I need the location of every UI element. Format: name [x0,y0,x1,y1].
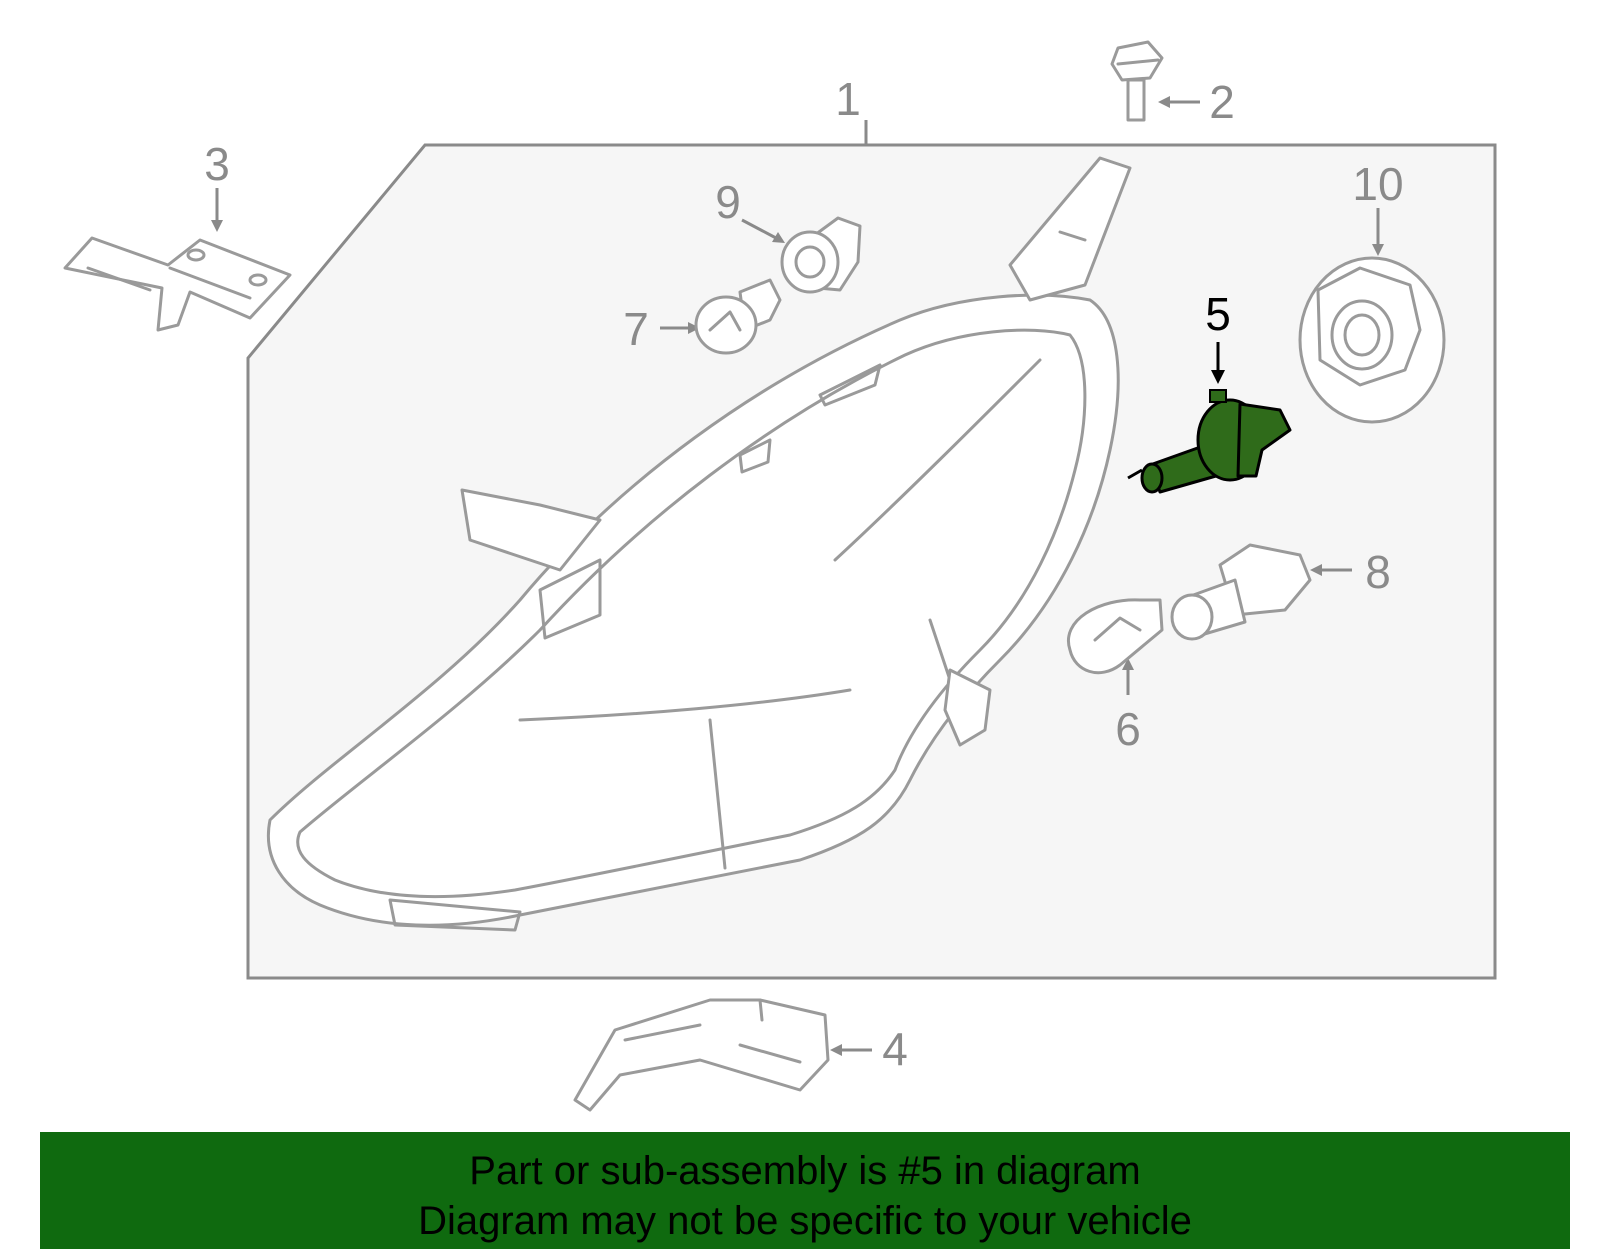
headlamp-bulb-part-5[interactable] [1127,389,1292,494]
callout-10[interactable]: 10 [1352,158,1403,210]
wedge-bulb-part-6[interactable] [1066,598,1164,675]
callout-3[interactable]: 3 [204,138,230,190]
parts-diagram: 1 2 3 9 7 [63,40,1497,1112]
callout-6[interactable]: 6 [1115,703,1141,755]
banner-line-1: Part or sub-assembly is #5 in diagram [469,1149,1141,1193]
headlamp-assembly-part-1[interactable] [267,156,1132,932]
bolt-part-2[interactable] [1110,40,1164,122]
socket-part-9[interactable] [780,216,862,294]
callout-2[interactable]: 2 [1209,76,1235,128]
socket-part-8[interactable] [1170,543,1312,641]
callout-9[interactable]: 9 [715,176,741,228]
callout-4[interactable]: 4 [882,1023,908,1075]
callout-7[interactable]: 7 [623,303,649,355]
bulb-part-7[interactable] [694,278,782,355]
dust-cap-part-10[interactable] [1298,256,1446,424]
bracket-part-3[interactable] [63,236,292,332]
callout-8[interactable]: 8 [1365,546,1391,598]
callout-5[interactable]: 5 [1205,288,1231,340]
info-banner: Part or sub-assembly is #5 in diagram Di… [40,1132,1570,1249]
banner-line-2: Diagram may not be specific to your vehi… [418,1199,1192,1243]
callout-1[interactable]: 1 [835,73,861,125]
bracket-part-4[interactable] [573,998,830,1112]
